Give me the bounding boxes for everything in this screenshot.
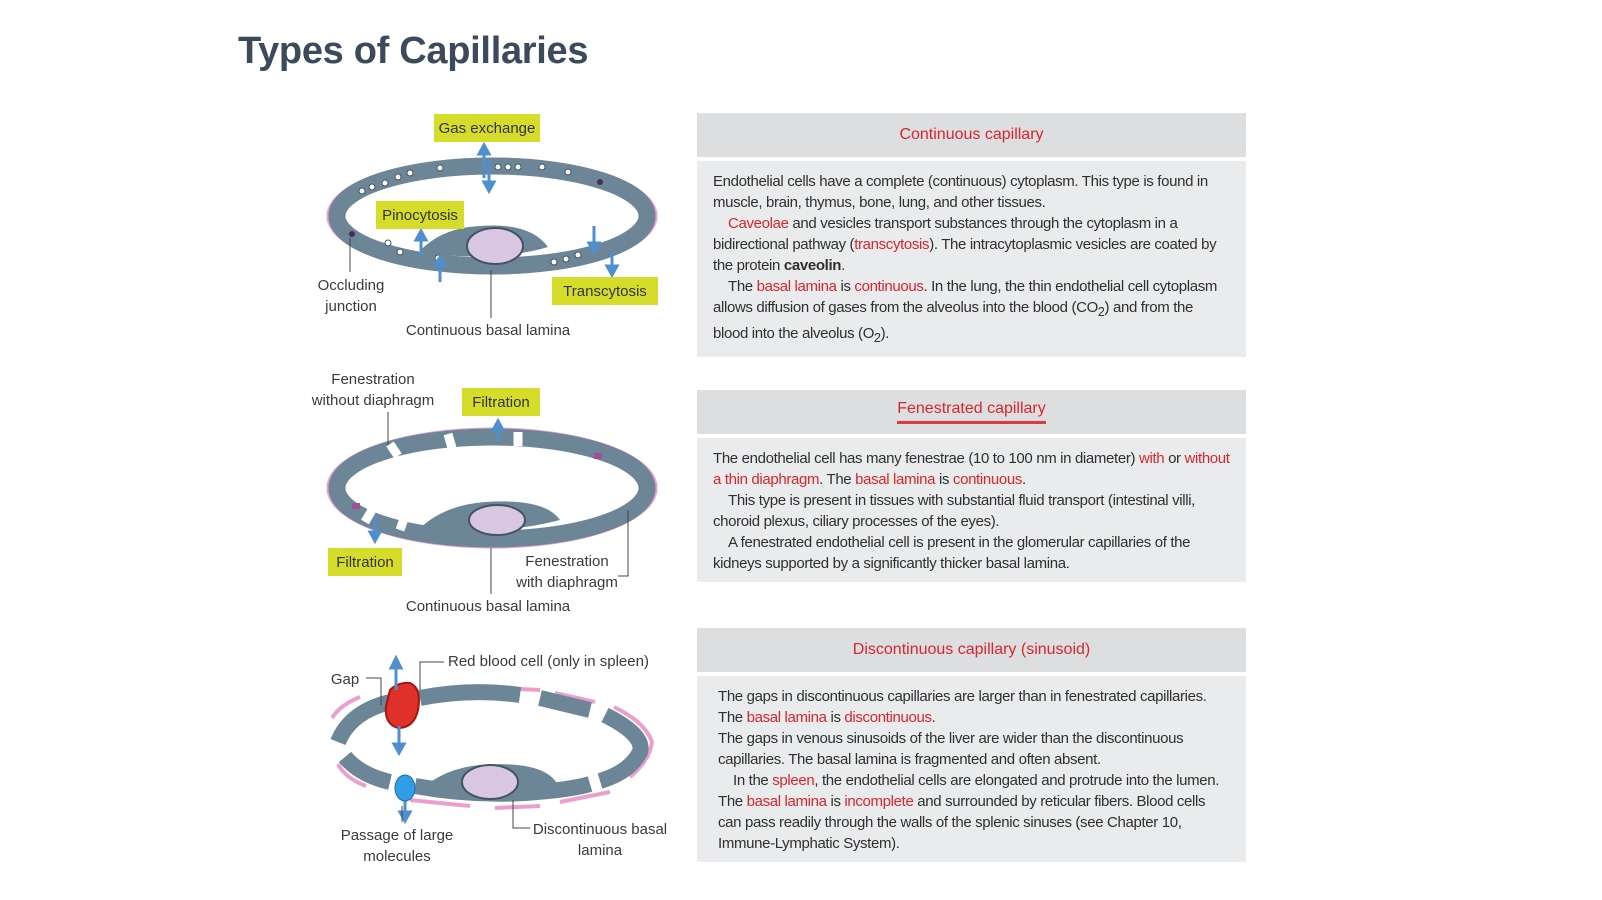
- filtration-top-tag: [462, 388, 540, 416]
- discontinuous-p2: The basal lamina is discontinuous.: [718, 707, 1230, 728]
- continuous-capillary-panel: Continuous capillary Endothelial cells h…: [697, 113, 1246, 357]
- term-with: with: [1138, 450, 1165, 467]
- gas-exchange-tag: [434, 114, 540, 142]
- fenestration-without-label-2: without diaphragm: [311, 392, 435, 409]
- fenestrated-panel-header: Fenestrated capillary: [697, 390, 1246, 434]
- subscript: 2: [874, 331, 881, 345]
- discontinuous-panel-header: Discontinuous capillary (sinusoid): [697, 628, 1246, 672]
- rbc-label: Red blood cell (only in spleen): [448, 653, 649, 670]
- fenestrated-capillary-panel: Fenestrated capillary The endothelial ce…: [697, 390, 1246, 582]
- text-span: and vesicles transport substances throug…: [713, 215, 1178, 253]
- text-span: is: [826, 709, 845, 726]
- term-caveolin: caveolin: [783, 257, 842, 274]
- text-span: ) and from the blood into the alveolus (…: [713, 299, 1194, 342]
- text-span: . In the lung, the thin endothelial cell…: [713, 278, 1218, 316]
- gas-exchange-label: Gas exchange: [439, 120, 536, 137]
- gap-label: Gap: [331, 671, 359, 688]
- text-span: The: [718, 793, 747, 810]
- pinocytosis-tag: [376, 201, 464, 229]
- text-span: .: [841, 257, 845, 274]
- text-span: .: [931, 709, 936, 726]
- text-span: ).: [880, 325, 890, 342]
- term-transcytosis: transcytosis: [854, 236, 930, 253]
- term-basal-lamina: basal lamina: [855, 471, 936, 488]
- fenestration-without-label-1: Fenestration: [331, 371, 414, 388]
- text-span: The endothelial cell has many fenestrae …: [713, 450, 1139, 467]
- fenestrated-basal-label: Continuous basal lamina: [406, 598, 571, 615]
- filtration-bottom-label: Filtration: [336, 554, 394, 571]
- fenestrated-p3: A fenestrated endothelial cell is presen…: [713, 534, 1191, 572]
- term-basal-lamina: basal lamina: [746, 709, 827, 726]
- continuous-panel-header: Continuous capillary: [697, 113, 1246, 157]
- fenestrated-p1: The endothelial cell has many fenestrae …: [713, 448, 1230, 490]
- term-incomplete: incomplete: [844, 793, 914, 810]
- discontinuous-p5: The basal lamina is incomplete and surro…: [718, 791, 1230, 854]
- term-basal-lamina: basal lamina: [756, 278, 837, 295]
- term-discontinuous: discontinuous: [844, 709, 932, 726]
- red-blood-cell-icon: [384, 681, 420, 730]
- continuous-p1: Endothelial cells have a complete (conti…: [713, 173, 1208, 211]
- text-span: or: [1164, 450, 1185, 467]
- text-span: and surrounded by reticular fibers. Bloo…: [718, 793, 1206, 852]
- filtration-bottom-tag: [328, 548, 402, 576]
- continuous-p3: The basal lamina is continuous. In the l…: [713, 276, 1230, 349]
- text-span: . The: [819, 471, 856, 488]
- passage-label-2: molecules: [363, 848, 431, 865]
- discontinuous-basal-label-2: lamina: [578, 842, 623, 859]
- text-span: is: [826, 793, 845, 810]
- fenestrated-panel-body: The endothelial cell has many fenestrae …: [697, 438, 1246, 582]
- discontinuous-capillary-diagram: Gap Red blood cell (only in spleen) Pass…: [330, 653, 667, 865]
- continuous-p2: Caveolae and vesicles transport substanc…: [713, 213, 1230, 276]
- discontinuous-panel-body: The gaps in discontinuous capillaries ar…: [697, 676, 1246, 862]
- transcytosis-tag: [552, 277, 658, 305]
- fenestration-with-label-1: Fenestration: [525, 553, 608, 570]
- transcytosis-label: Transcytosis: [563, 283, 647, 300]
- continuous-basal-label: Continuous basal lamina: [406, 322, 571, 339]
- text-span: The: [728, 278, 757, 295]
- discontinuous-p3: The gaps in venous sinusoids of the live…: [718, 730, 1184, 768]
- text-span: In the: [733, 772, 773, 789]
- subscript: 2: [1097, 305, 1105, 319]
- continuous-panel-title: Continuous capillary: [899, 126, 1044, 143]
- discontinuous-basal-label-1: Discontinuous basal: [533, 821, 667, 838]
- fenestrated-p2: This type is present in tissues with sub…: [713, 492, 1195, 530]
- term-basal-lamina: basal lamina: [746, 793, 827, 810]
- filtration-top-label: Filtration: [472, 394, 530, 411]
- term-continuous: continuous: [952, 471, 1022, 488]
- discontinuous-p1: The gaps in discontinuous capillaries ar…: [718, 688, 1207, 705]
- discontinuous-capillary-panel: Discontinuous capillary (sinusoid) The g…: [697, 628, 1246, 862]
- term-caveolae: Caveolae: [728, 215, 789, 232]
- occluding-label-1: Occluding: [318, 277, 385, 294]
- text-span: is: [836, 278, 855, 295]
- capillary-diagrams: Gas exchange Pinocytosis Transcytosis Oc…: [311, 114, 667, 865]
- term-spleen: spleen: [772, 772, 815, 789]
- fenestrated-capillary-diagram: Fenestration without diaphragm Filtratio…: [311, 371, 658, 615]
- fenestrated-panel-title: Fenestrated capillary: [897, 400, 1046, 424]
- page-title: Types of Capillaries: [238, 30, 589, 72]
- text-span: ). The intracytoplasmic vesicles are coa…: [713, 236, 1217, 274]
- text-span: .: [1021, 471, 1026, 488]
- continuous-panel-body: Endothelial cells have a complete (conti…: [697, 161, 1246, 357]
- term-continuous: continuous: [854, 278, 924, 295]
- pinocytosis-label: Pinocytosis: [382, 207, 458, 224]
- occluding-label-2: junction: [324, 298, 377, 315]
- continuous-capillary-diagram: Gas exchange Pinocytosis Transcytosis Oc…: [318, 114, 658, 339]
- text-span: , the endothelial cells are elongated an…: [814, 772, 1220, 789]
- discontinuous-p4: In the spleen, the endothelial cells are…: [718, 770, 1230, 791]
- text-span: The: [718, 709, 747, 726]
- discontinuous-panel-title: Discontinuous capillary (sinusoid): [852, 641, 1091, 658]
- fenestration-with-label-2: with diaphragm: [515, 574, 618, 591]
- text-span: is: [935, 471, 953, 488]
- passage-label-1: Passage of large: [341, 827, 454, 844]
- term-without-diaphragm: without a thin diaphragm: [713, 450, 1230, 488]
